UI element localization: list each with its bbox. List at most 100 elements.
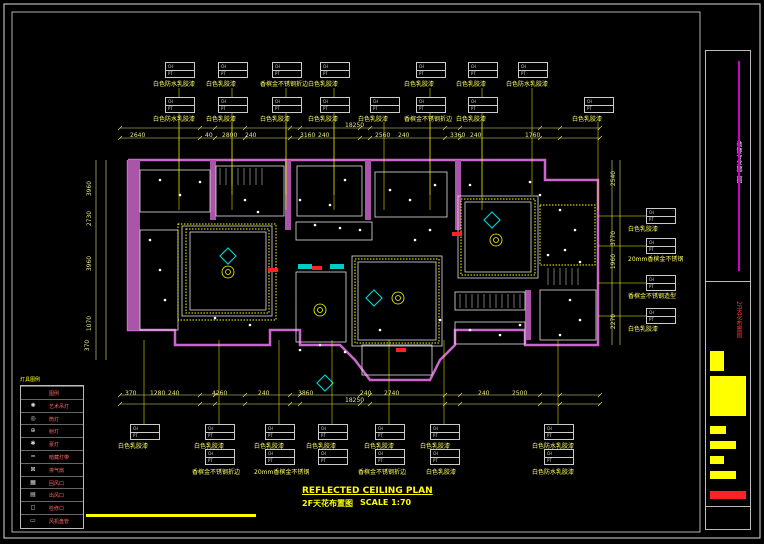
note-right: 20mm香槟金不锈钢 — [628, 256, 684, 263]
note-bottom-row1: 白色乳胶漆 — [194, 443, 225, 450]
note-right: 香槟金不锈钢造型 — [628, 293, 677, 300]
tag-ceiling-code: CH — [431, 425, 459, 433]
plan-title-cn: 2F天花布置图 — [302, 499, 354, 508]
downlight — [573, 228, 577, 232]
legend-symbol-icon: ⊕ — [30, 427, 36, 435]
tag-finish-code: PT — [547, 458, 552, 463]
downlight — [518, 323, 522, 327]
tag-ceiling-code: CH — [273, 98, 301, 106]
downlight — [468, 183, 472, 187]
tag-finish-code: PT — [275, 71, 280, 76]
downlight — [313, 223, 317, 227]
tag-finish-code: PT — [649, 247, 654, 252]
tag-finish-code: PT — [323, 106, 328, 111]
legend-label: 检修口 — [49, 506, 65, 513]
downlight — [163, 298, 167, 302]
note-bottom-row2: 香槟金不锈钢折边 — [358, 469, 407, 476]
legend-symbol-icon: ▦ — [30, 478, 36, 486]
legend-row: ✺艺术吊灯 — [21, 398, 83, 412]
downlight — [248, 323, 252, 327]
tag-ceiling-code: CH — [469, 98, 497, 106]
dim-bottom-segment: 370 — [125, 390, 137, 397]
tag-ceiling-code: CH — [647, 276, 675, 284]
downlight — [343, 178, 347, 182]
dim-right-segment: 1960 — [610, 253, 618, 270]
tag-ceiling-code: CH — [321, 63, 349, 71]
note-top-row2: 白色乳胶漆 — [456, 116, 487, 123]
dim-bottom-segment: 3860 — [298, 390, 314, 397]
note-top-row1: 白色乳胶漆 — [404, 81, 435, 88]
note-top-row2: 香槟金不锈钢折边 — [404, 116, 453, 123]
downlight — [158, 268, 162, 272]
legend-symbol-icon: ▭ — [30, 517, 36, 524]
downlight — [578, 318, 582, 322]
downlight — [213, 316, 217, 320]
legend-row: 图例 — [21, 386, 83, 399]
tag-ceiling-code: CH — [417, 98, 445, 106]
tag-ceiling-code: CH — [219, 63, 247, 71]
downlight — [378, 328, 382, 332]
legend-label: 艺术吊灯 — [49, 403, 70, 410]
dim-bottom-segment: 240 — [478, 390, 490, 397]
tag-ceiling-code: CH — [376, 450, 404, 458]
dim-right-segment: 2270 — [610, 313, 618, 330]
downlight — [498, 333, 502, 337]
title-block: 装饰专业施工图 2F天花布置图 — [705, 50, 751, 530]
legend-label: 射灯 — [49, 429, 60, 436]
legend-label: 出风口 — [49, 493, 65, 500]
tag-finish-code: PT — [419, 106, 424, 111]
legend-row: ✱豪灯 — [21, 437, 83, 450]
note-top-row1: 白色乳胶漆 — [456, 81, 487, 88]
tag-finish-code: PT — [547, 433, 552, 438]
tag-ceiling-code: CH — [266, 450, 294, 458]
note-bottom-row1: 白色乳胶漆 — [254, 443, 285, 450]
downlight — [298, 198, 302, 202]
downlight — [563, 248, 567, 252]
tag-finish-code: PT — [471, 106, 476, 111]
downlight — [578, 260, 582, 264]
dim-top-segment: 3360 — [450, 132, 466, 139]
tag-ceiling-code: CH — [321, 98, 349, 106]
dim-top-segment: 240 — [470, 132, 482, 139]
tag-finish-code: PT — [221, 71, 226, 76]
downlight — [438, 318, 442, 322]
tag-ceiling-code: CH — [431, 450, 459, 458]
tag-ceiling-code: CH — [647, 239, 675, 247]
tag-ceiling-code: CH — [585, 98, 613, 106]
tag-ceiling-code: CH — [647, 309, 675, 317]
legend-symbol-icon: ✱ — [30, 440, 36, 448]
tag-finish-code: PT — [649, 217, 654, 222]
title-block-accent — [738, 61, 740, 271]
legend-row: ◎筒灯 — [21, 411, 83, 425]
tag-ceiling-code: CH — [647, 209, 675, 217]
legend-row: ━暗藏灯带 — [21, 450, 83, 463]
tag-finish-code: PT — [471, 71, 476, 76]
note-bottom-row1: 白色防水乳胶漆 — [532, 443, 575, 450]
note-bottom-row2: 白色防水乳胶漆 — [532, 469, 575, 476]
tag-ceiling-code: CH — [206, 425, 234, 433]
tag-finish-code: PT — [221, 106, 226, 111]
note-top-row1: 白色乳胶漆 — [206, 81, 237, 88]
tag-finish-code: PT — [323, 71, 328, 76]
downlight — [256, 210, 260, 214]
downlight — [538, 193, 542, 197]
downlight — [433, 183, 437, 187]
